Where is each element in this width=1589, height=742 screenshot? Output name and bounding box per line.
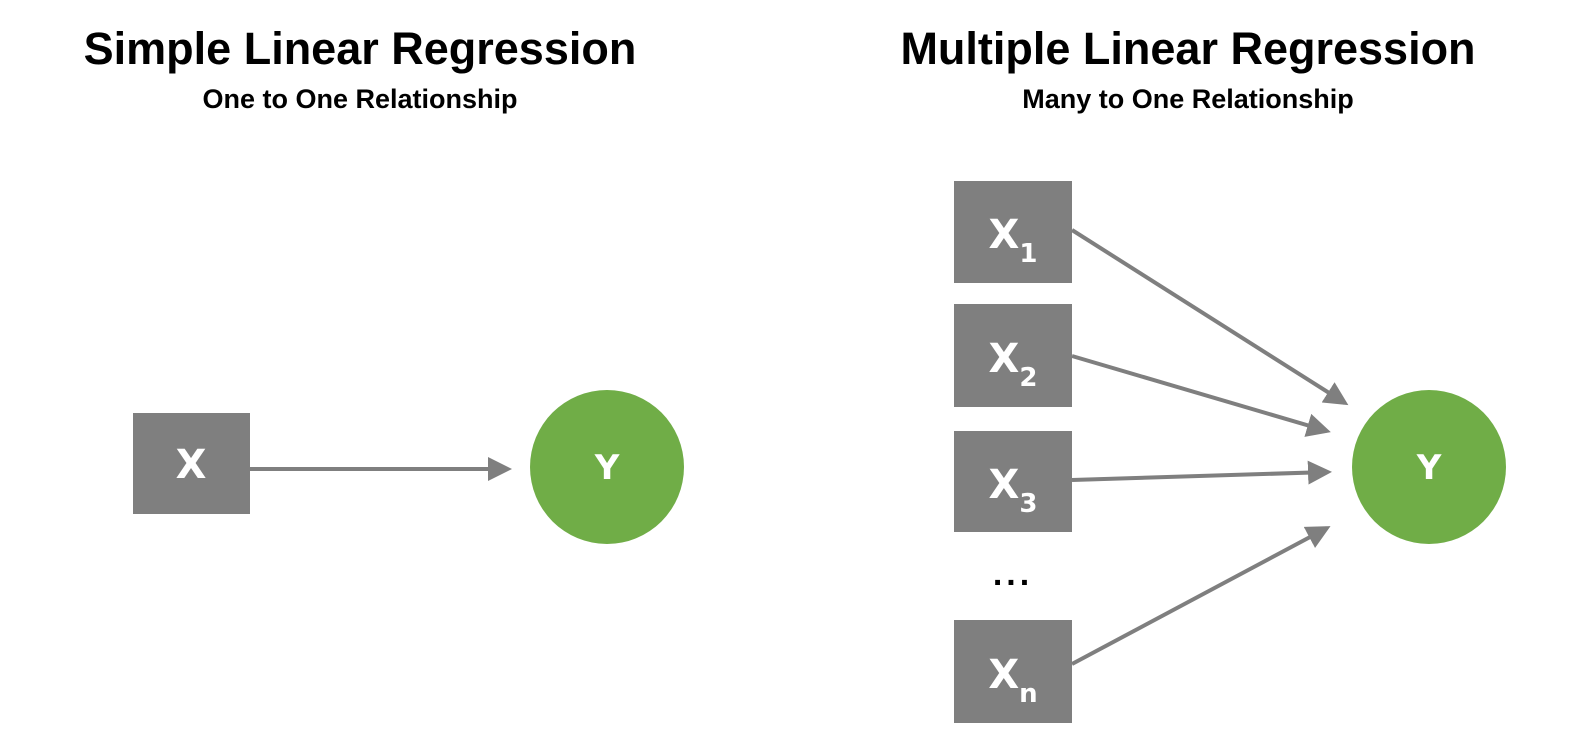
output-circle-y bbox=[530, 390, 684, 544]
arrow-x3-to-y bbox=[1071, 460, 1332, 485]
input-label: X bbox=[989, 212, 1020, 258]
input-box-x bbox=[133, 413, 250, 514]
input-subscript: 2 bbox=[1019, 363, 1037, 393]
ellipsis: ... bbox=[993, 555, 1033, 593]
output-label-y: Y bbox=[594, 448, 620, 488]
input-label: X bbox=[989, 336, 1020, 382]
output-circle-y bbox=[1352, 390, 1506, 544]
svg-text:Xn: Xn bbox=[988, 652, 1037, 709]
input-subscript: 1 bbox=[1019, 239, 1037, 269]
input-box-x2: X2 bbox=[954, 304, 1072, 407]
input-box-xn: Xn bbox=[954, 620, 1072, 723]
input-label: X bbox=[988, 652, 1019, 698]
input-box-x3: X3 bbox=[954, 431, 1072, 532]
arrow-x1-to-y bbox=[1070, 228, 1349, 406]
svg-text:X1: X1 bbox=[989, 212, 1038, 269]
svg-text:X2: X2 bbox=[989, 336, 1038, 393]
simple-title: Simple Linear Regression bbox=[84, 23, 637, 74]
simple-regression-panel: Simple Linear Regression One to One Rela… bbox=[84, 23, 684, 544]
arrow-x2-to-y bbox=[1071, 354, 1331, 437]
svg-text:X3: X3 bbox=[989, 462, 1038, 519]
output-label-y: Y bbox=[1416, 448, 1442, 488]
input-label-x: X bbox=[176, 442, 207, 488]
input-label: X bbox=[989, 462, 1020, 508]
input-box-x1: X1 bbox=[954, 181, 1072, 283]
multiple-title: Multiple Linear Regression bbox=[900, 23, 1475, 74]
arrow-xn-to-y bbox=[1071, 526, 1331, 666]
multiple-subtitle: Many to One Relationship bbox=[1022, 84, 1354, 114]
input-subscript: n bbox=[1019, 679, 1038, 709]
input-subscript: 3 bbox=[1019, 489, 1037, 519]
simple-subtitle: One to One Relationship bbox=[202, 84, 517, 114]
multiple-regression-panel: Multiple Linear Regression Many to One R… bbox=[900, 23, 1506, 723]
